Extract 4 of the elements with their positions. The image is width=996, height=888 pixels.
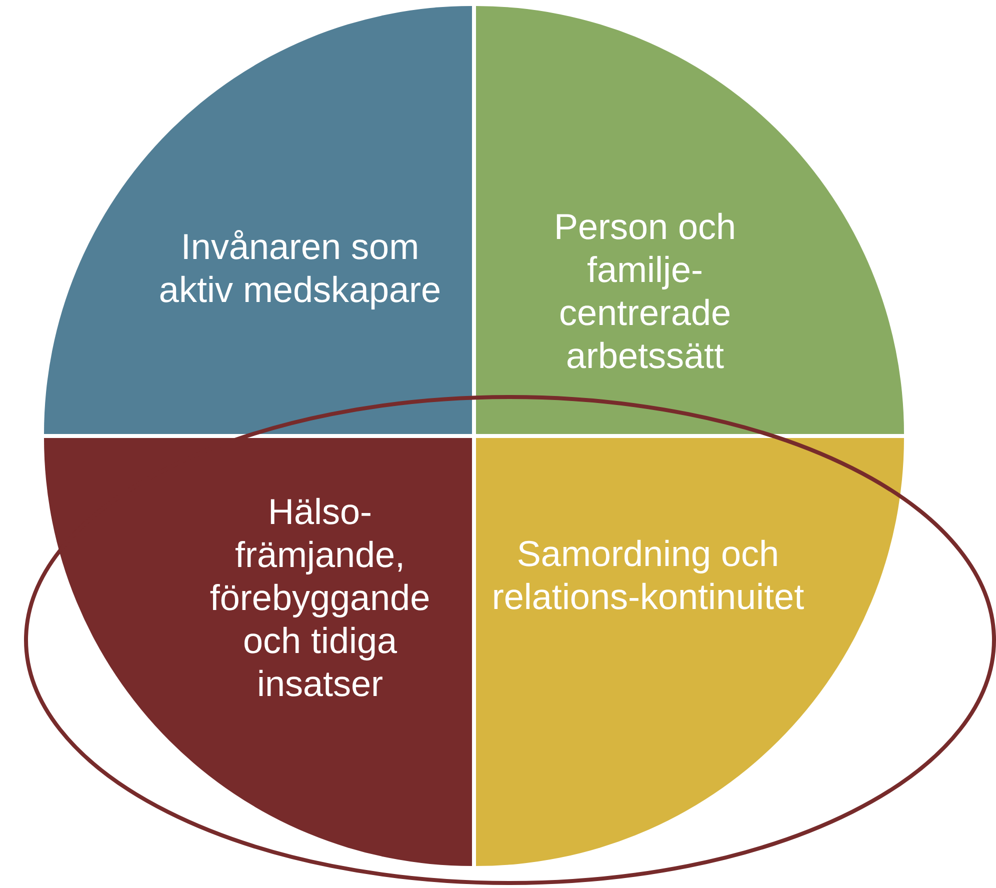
segment-label: Invånaren som aktiv medskapare: [158, 225, 442, 311]
segment-label: Samordning och relations-kontinuitet: [490, 532, 806, 618]
segment-label: Hälso-främjande, förebyggande och tidiga insatser: [208, 490, 432, 705]
segment-label: Person och familje-centrerade arbetssätt: [552, 205, 738, 377]
